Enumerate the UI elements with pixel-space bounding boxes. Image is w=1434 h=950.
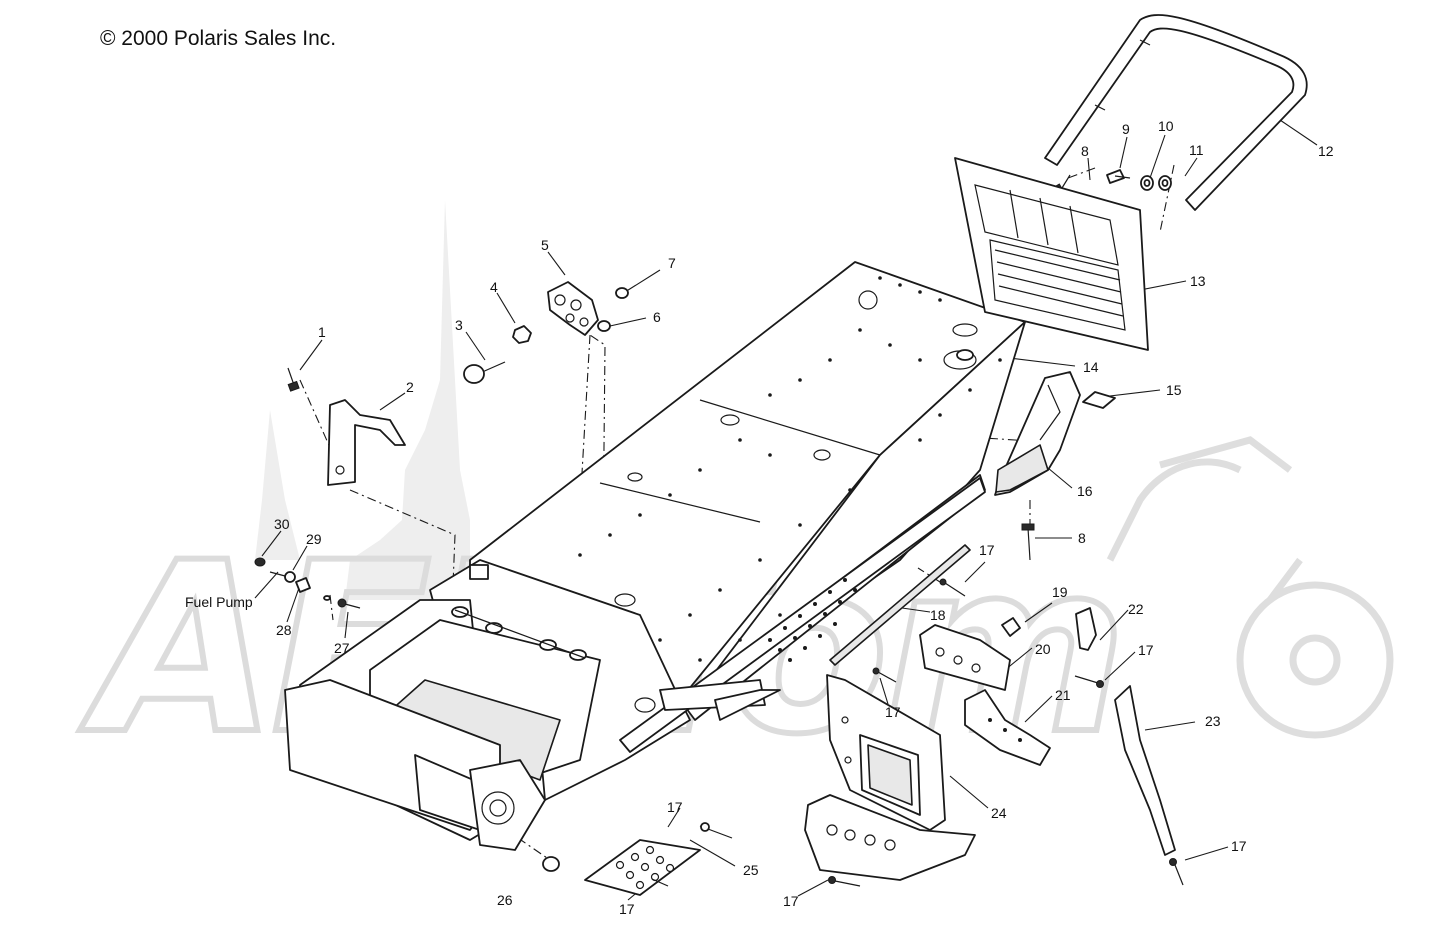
- part-15-reflector: [1082, 391, 1116, 409]
- callout-1: 1: [318, 324, 326, 340]
- callout-23: 23: [1205, 713, 1221, 729]
- part-9-bolt: [1106, 169, 1131, 184]
- callout-16: 16: [1077, 483, 1093, 499]
- fuel-pump-label: Fuel Pump: [185, 594, 253, 610]
- part-25-perforated-plate: [584, 839, 701, 896]
- part-1-bolt: [287, 367, 300, 392]
- callout-18: 18: [930, 607, 946, 623]
- callout-13: 13: [1190, 273, 1206, 289]
- part-16-rear-bumper: [994, 371, 1081, 496]
- callout-28: 28: [276, 622, 292, 638]
- callout-25: 25: [743, 862, 759, 878]
- part-19-clip: [1001, 617, 1021, 637]
- callout-17-c: 17: [885, 704, 901, 720]
- part-13-snow-flap: [954, 157, 1149, 351]
- part-12-grab-bar: [1044, 14, 1308, 211]
- callout-3: 3: [455, 317, 463, 333]
- callout-10: 10: [1158, 118, 1174, 134]
- callout-12: 12: [1318, 143, 1334, 159]
- callout-21: 21: [1055, 687, 1071, 703]
- part-20-bracket: [919, 624, 1011, 691]
- part-3-bolt: [463, 361, 506, 384]
- part-30-nut: [254, 557, 266, 567]
- part-14-screw: [956, 349, 974, 361]
- callout-11: 11: [1189, 142, 1204, 158]
- callout-27: 27: [334, 640, 350, 656]
- callout-19: 19: [1052, 584, 1068, 600]
- part-10-washer: [1140, 175, 1154, 191]
- callout-29: 29: [306, 531, 322, 547]
- part-8-bolt-lower: [1021, 523, 1035, 561]
- part-6-screw: [597, 320, 611, 332]
- callout-17-g: 17: [667, 799, 683, 815]
- part-23-side-panel: [1114, 685, 1176, 856]
- part-21-bracket: [964, 689, 1051, 766]
- chassis-tunnel: [284, 261, 1026, 851]
- part-24-lower-guard: [804, 794, 976, 881]
- callout-17-d: 17: [619, 901, 635, 917]
- callout-15: 15: [1166, 382, 1182, 398]
- callout-30: 30: [274, 516, 290, 532]
- callout-14: 14: [1083, 359, 1099, 375]
- callout-17-e: 17: [783, 893, 799, 909]
- part-27-bolt: [323, 595, 361, 609]
- callout-4: 4: [490, 279, 498, 295]
- callout-8-lower: 8: [1078, 530, 1086, 546]
- callout-17-b: 17: [1138, 642, 1154, 658]
- callout-labels: 1 2 3 4 5 6 7 8 9 10 11 12 13 14 15 16 8…: [185, 118, 1334, 917]
- part-11-washer: [1158, 175, 1172, 191]
- callout-7: 7: [668, 255, 676, 271]
- callout-9: 9: [1122, 121, 1130, 137]
- part-17-fasteners: [651, 578, 1184, 887]
- callout-17-f: 17: [1231, 838, 1247, 854]
- callout-24: 24: [991, 805, 1007, 821]
- part-7-screw: [615, 287, 629, 299]
- callout-26: 26: [497, 892, 513, 908]
- part-24-side-panel: [826, 674, 946, 831]
- part-5-plate: [547, 281, 599, 336]
- part-2-bracket: [327, 399, 406, 486]
- part-29-washer: [269, 571, 296, 583]
- part-22-footrest-clip: [1075, 607, 1097, 651]
- part-4-nut: [512, 325, 532, 344]
- callout-20: 20: [1035, 641, 1051, 657]
- leader-lines: [254, 119, 1318, 901]
- callout-22: 22: [1128, 601, 1144, 617]
- callout-8-top: 8: [1081, 143, 1089, 159]
- part-28-clip: [295, 577, 311, 593]
- copyright-notice: © 2000 Polaris Sales Inc.: [100, 27, 337, 50]
- callout-17-a: 17: [979, 542, 995, 558]
- callout-6: 6: [653, 309, 661, 325]
- callout-2: 2: [406, 379, 414, 395]
- callout-5: 5: [541, 237, 549, 253]
- part-18-rail-strip: [829, 544, 971, 666]
- part-26-plug: [542, 856, 560, 872]
